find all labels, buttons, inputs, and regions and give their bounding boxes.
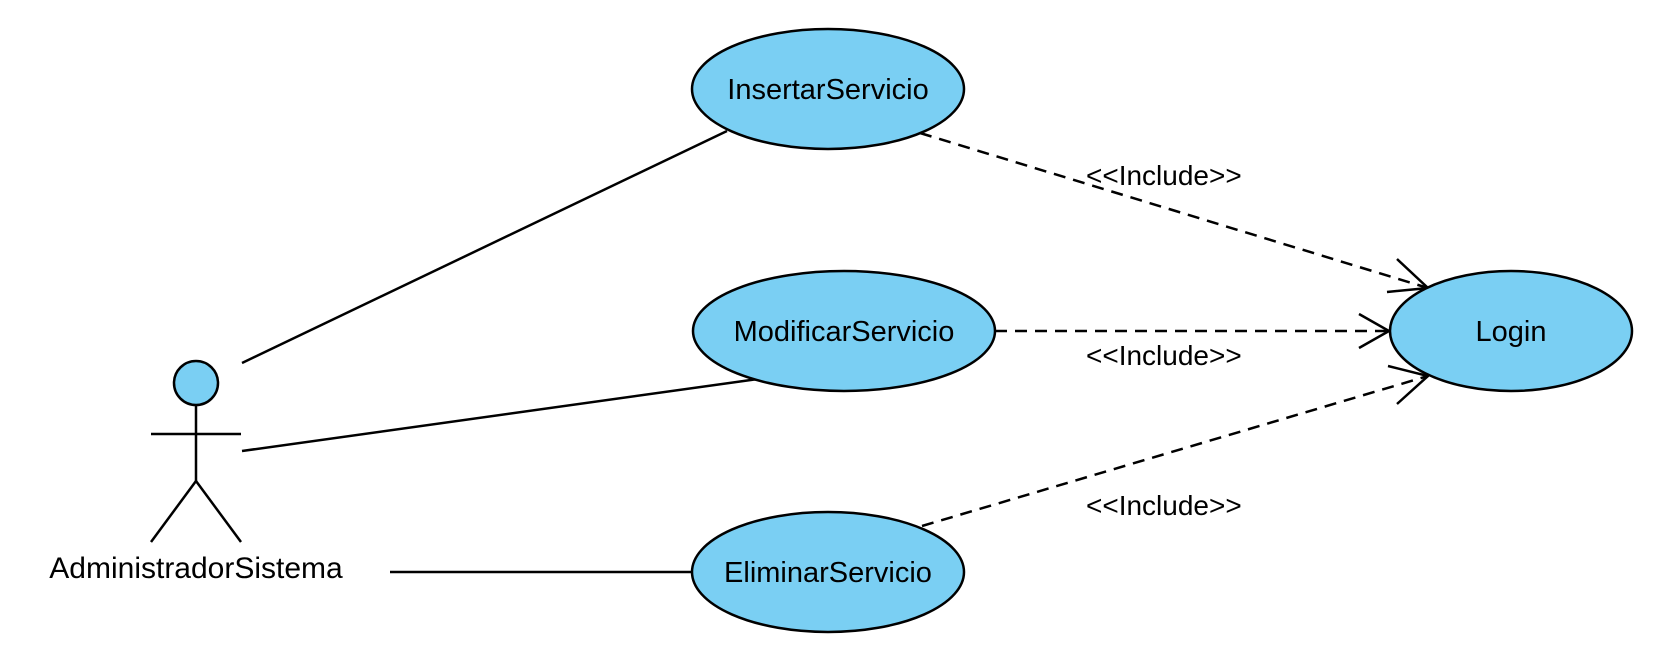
usecase-insertar-shape	[690, 27, 966, 151]
association-modificar	[241, 377, 759, 453]
usecase-modificar-servicio[interactable]: ModificarServicio	[691, 269, 997, 393]
actor-head	[172, 359, 220, 407]
actor-left-leg	[149, 480, 198, 543]
include-label-eliminar: <<Include>>	[1086, 490, 1242, 521]
usecase-eliminar-shape	[690, 510, 966, 634]
include-label-modificar: <<Include>>	[1086, 340, 1242, 371]
include-eliminar-line	[921, 374, 1429, 528]
include-label-insertar: <<Include>>	[1086, 160, 1242, 191]
usecase-insertar-servicio[interactable]: InsertarServicio	[690, 27, 966, 151]
usecase-insertar-label: InsertarServicio	[727, 74, 928, 106]
usecase-login-label: Login	[1476, 316, 1547, 348]
include-insertar-line	[919, 131, 1429, 290]
actor-label: AdministradorSistema	[49, 552, 343, 585]
usecase-login[interactable]: Login	[1388, 269, 1634, 393]
association-insertar	[241, 129, 728, 365]
usecase-modificar-shape	[691, 269, 997, 393]
usecase-modificar-label: ModificarServicio	[734, 316, 955, 348]
usecase-login-shape	[1388, 269, 1634, 393]
usecase-eliminar-servicio[interactable]: EliminarServicio	[690, 510, 966, 634]
actor-administrador-sistema[interactable]: AdministradorSistema	[49, 359, 343, 585]
actor-right-leg	[194, 480, 243, 543]
usecase-eliminar-label: EliminarServicio	[724, 557, 932, 589]
